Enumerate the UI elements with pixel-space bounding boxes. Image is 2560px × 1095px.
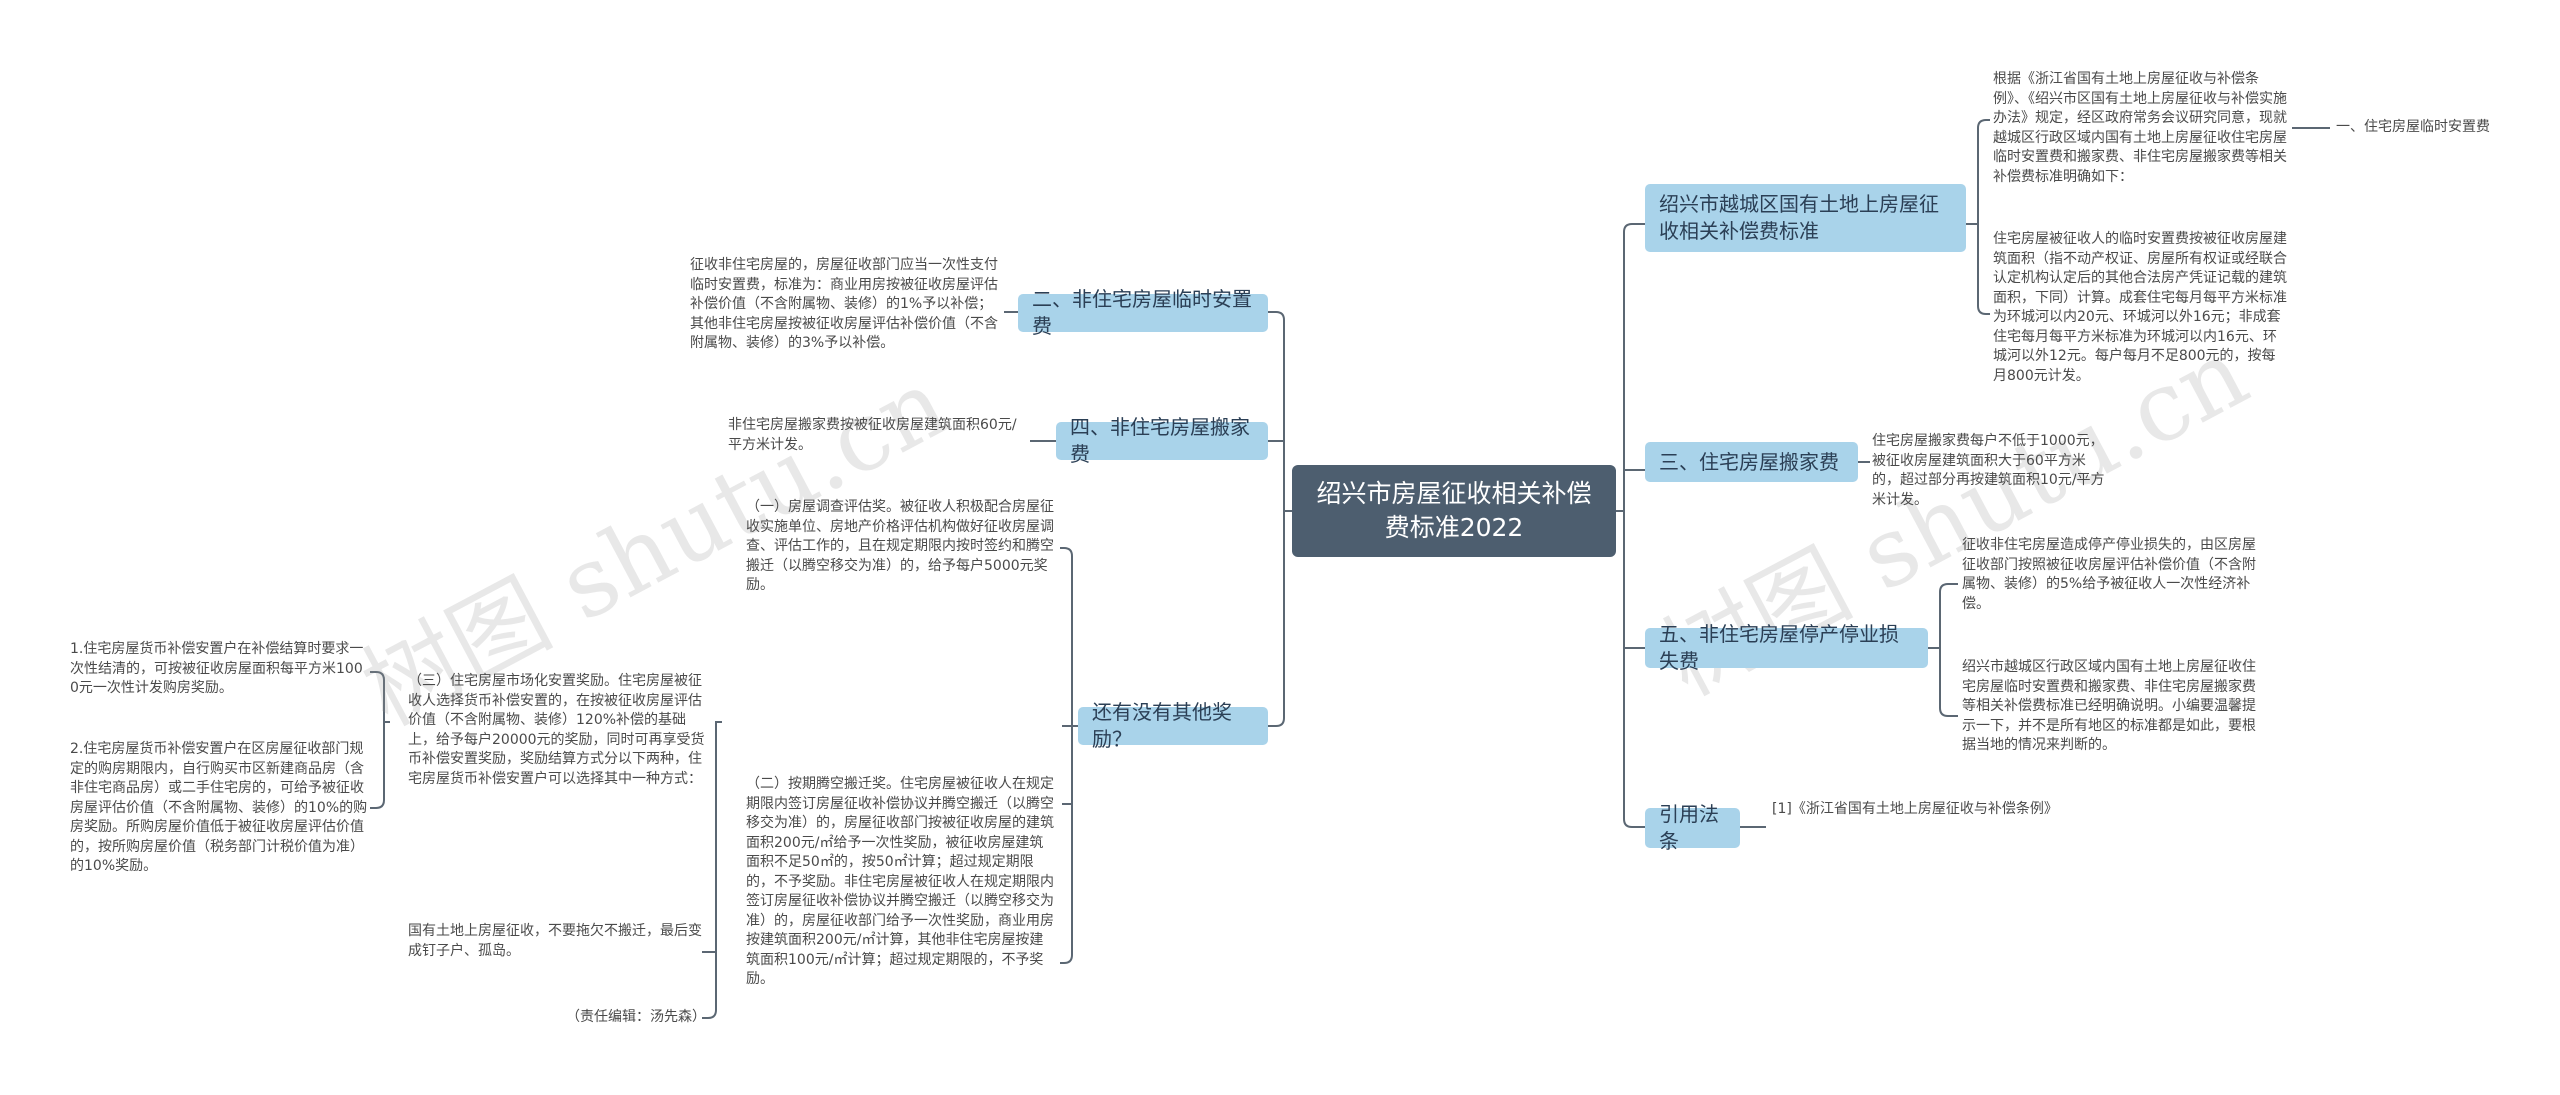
leaf-non-residential-temp-fee: 征收非住宅房屋的，房屋征收部门应当一次性支付临时安置费，标准为：商业用房按被征收…	[690, 257, 998, 351]
branch-residential-moving-fee[interactable]: 三、住宅房屋搬家费	[1645, 442, 1858, 482]
branch-other-rewards[interactable]: 还有没有其他奖励？	[1078, 700, 1268, 751]
branch-non-residential-moving-fee[interactable]: 四、非住宅房屋搬家费	[1056, 415, 1268, 466]
leaf-market-resettlement-reward: （三）住宅房屋市场化安置奖励。住宅房屋被征收人选择货币补偿安置的，在按被征收房屋…	[408, 673, 705, 787]
leaf-residential-temp-fee-detail: 住宅房屋被征收人的临时安置费按被征收房屋建筑面积（指不动产权证、房屋所有权证或经…	[1993, 231, 2287, 384]
leaf-business-loss-fee: 征收非住宅房屋造成停产停业损失的，由区房屋征收部门按照被征收房屋评估补偿价值（不…	[1962, 537, 2256, 612]
leaf-editor-credit: （责任编辑：汤先森）	[566, 1009, 706, 1025]
leaf-no-holdout-tip: 国有土地上房屋征收，不要拖欠不搬迁，最后变成钉子户、孤岛。	[408, 923, 702, 959]
leaf-residential-moving-fee: 住宅房屋搬家费每户不低于1000元，被征收房屋建筑面积大于60平方米的，超过部分…	[1872, 433, 2105, 508]
branch-non-residential-temp-fee[interactable]: 二、非住宅房屋临时安置费	[1018, 287, 1268, 338]
leaf-regulation-basis: 根据《浙江省国有土地上房屋征收与补偿条例》、《绍兴市区国有土地上房屋征收与补偿实…	[1993, 71, 2287, 185]
root-topic[interactable]: 绍兴市房屋征收相关补偿费标准2022	[1292, 465, 1616, 557]
leaf-local-standards-tip: 绍兴市越城区行政区域内国有土地上房屋征收住宅房屋临时安置费和搬家费、非住宅房屋搬…	[1962, 659, 2256, 753]
subleaf-purchase-option: 2.住宅房屋货币补偿安置户在区房屋征收部门规定的购房期限内，自行购买市区新建商品…	[70, 741, 368, 874]
branch-business-loss-fee[interactable]: 五、非住宅房屋停产停业损失费	[1645, 622, 1928, 673]
leaf-non-residential-moving-fee: 非住宅房屋搬家费按被征收房屋建筑面积60元/平方米计发。	[728, 417, 1017, 453]
leaf-vacate-on-time-reward: （二）按期腾空搬迁奖。住宅房屋被征收人在规定期限内签订房屋征收补偿协议并腾空搬迁…	[746, 776, 1054, 987]
subleaf-residential-temp-fee: 一、住宅房屋临时安置费	[2336, 119, 2490, 135]
leaf-survey-reward: （一）房屋调查评估奖。被征收人积极配合房屋征收实施单位、房地产价格评估机构做好征…	[746, 499, 1054, 593]
branch-yuecheng-standards[interactable]: 绍兴市越城区国有土地上房屋征收相关补偿费标准	[1645, 184, 1966, 252]
branch-cited-law[interactable]: 引用法条	[1645, 802, 1740, 853]
leaf-cited-law: [1]《浙江省国有土地上房屋征收与补偿条例》	[1772, 801, 2058, 817]
subleaf-lump-sum-option: 1.住宅房屋货币补偿安置户在补偿结算时要求一次性结清的，可按被征收房屋面积每平方…	[70, 641, 364, 696]
